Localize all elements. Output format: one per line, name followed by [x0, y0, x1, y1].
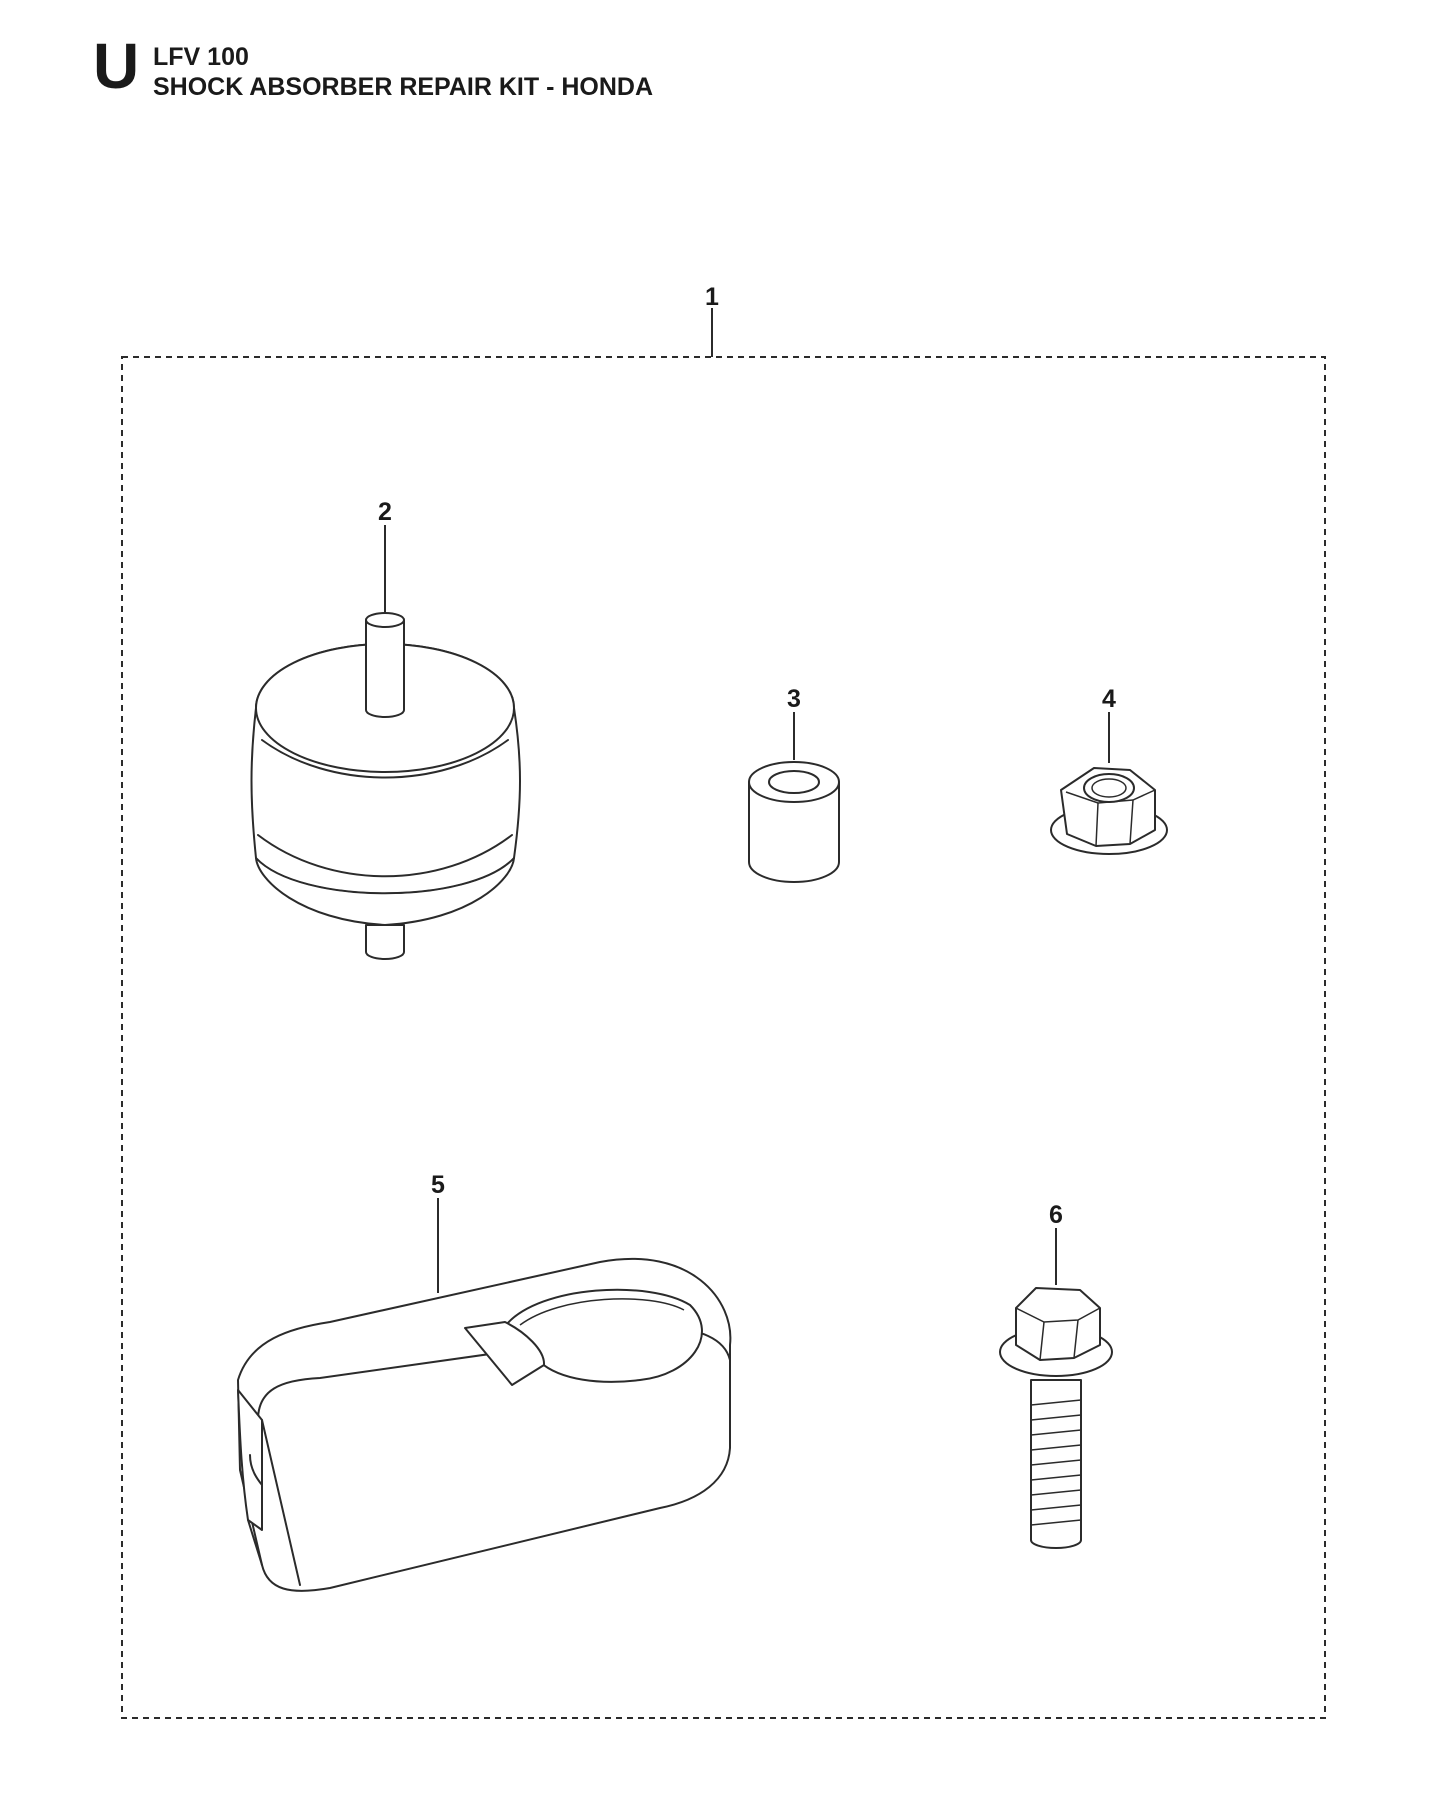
kit-dashed-boundary: [121, 356, 1326, 1719]
model-name: LFV 100: [153, 43, 249, 71]
callout-6[interactable]: 6: [1049, 1201, 1063, 1229]
callout-3[interactable]: 3: [787, 685, 801, 713]
part-spacer[interactable]: 3: [748, 685, 840, 883]
section-letter: U: [93, 30, 140, 102]
part-shock-absorber[interactable]: 2: [250, 498, 521, 960]
callout-5[interactable]: 5: [431, 1171, 445, 1199]
title-block: LFV 100 SHOCK ABSORBER REPAIR KIT - HOND…: [153, 42, 653, 102]
callout-2[interactable]: 2: [378, 498, 392, 526]
kit-group-1: 1: [121, 283, 1326, 1719]
callout-4[interactable]: 4: [1102, 685, 1116, 713]
part-cover[interactable]: 5: [237, 1171, 732, 1592]
callout-1[interactable]: 1: [705, 283, 719, 311]
page-title: SHOCK ABSORBER REPAIR KIT - HONDA: [153, 73, 654, 101]
part-flange-bolt[interactable]: 6: [999, 1201, 1113, 1549]
part-flange-nut[interactable]: 4: [1050, 685, 1168, 855]
